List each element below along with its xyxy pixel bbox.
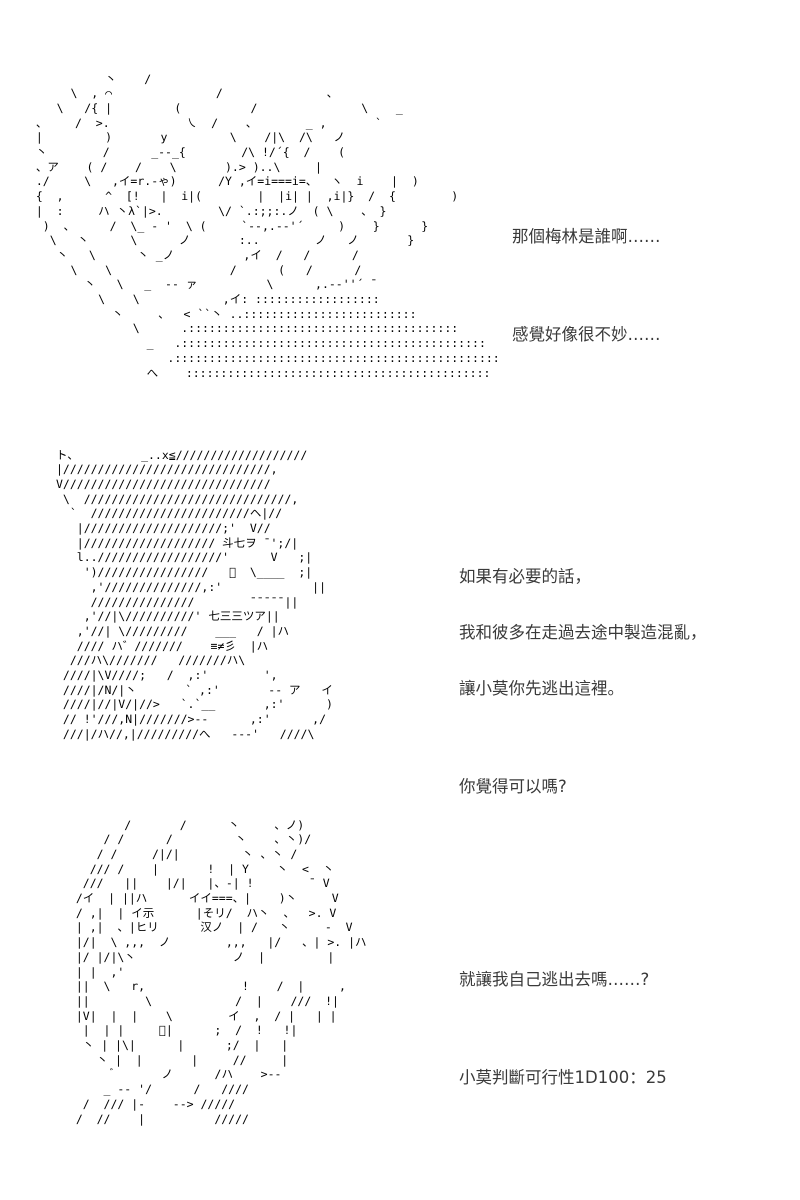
dialogue-line: 讓小莫你先逃出這裡。 [459, 679, 624, 698]
dialogue-spacer [459, 1022, 667, 1036]
dialogue-line: 那個梅林是誰啊…… [512, 227, 661, 246]
dialogue-block-2: 如果有必要的話， 我和彼多在走過去途中製造混亂， 讓小莫你先逃出這裡。 你覺得可… [459, 535, 707, 829]
ascii-art-panel-1: 丶 / \ , ⌒ / 、 \ /{ | ( / \ _ 、 / >. ㇏ / … [35, 71, 500, 380]
dialogue-block-3: 就讓我自己逃出去嗎……? 小莫判斷可行性1D100：25 [459, 938, 667, 1120]
dialogue-line: 就讓我自己逃出去嗎……? [459, 970, 650, 989]
dialogue-line: 我和彼多在走過去途中製造混亂， [459, 623, 707, 642]
dice-roll-result: 小莫判斷可行性1D100：25 [459, 1068, 667, 1087]
dialogue-line: 感覺好像很不妙…… [512, 325, 661, 344]
dialogue-block-1: 那個梅林是誰啊…… 感覺好像很不妙…… [512, 195, 661, 377]
dialogue-line: 如果有必要的話， [459, 567, 591, 586]
dialogue-spacer [512, 279, 661, 293]
dialogue-spacer [459, 731, 707, 745]
ascii-art-panel-2: ト、 _..x≦/////////////////// |///////////… [56, 447, 333, 741]
dialogue-line: 你覺得可以嗎? [459, 777, 567, 796]
ascii-art-panel-3: / / 丶 、ノ) / / / 丶 、丶)/ / / /|/| 丶 、丶 / /… [75, 817, 367, 1126]
